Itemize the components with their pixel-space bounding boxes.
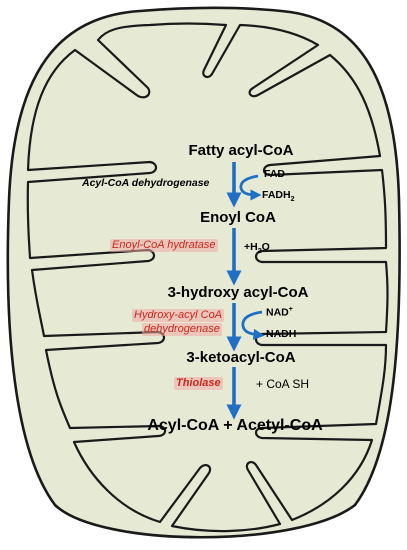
cofactor-fadh2: FADH2: [262, 190, 295, 203]
fad-curved-arrow: [239, 174, 262, 201]
metabolite-products: Acyl-CoA + Acetyl-CoA: [147, 417, 323, 434]
nad-curved-arrow: [241, 310, 265, 340]
cofactor-nadh: NADH: [266, 328, 297, 340]
cofactor-nad-base: NAD: [266, 306, 289, 319]
enzyme-enoyl-coa-hydratase: Enoyl-CoA hydratase: [110, 239, 218, 252]
cofactor-h2o: +H2O: [244, 242, 270, 255]
cofactor-coa-sh: + CoA SH: [256, 377, 310, 391]
cofactor-fadh2-base: FADH: [262, 189, 291, 201]
cofactor-fad: FAD: [264, 168, 285, 180]
cofactor-h2o-prefix: +H: [244, 241, 258, 253]
cofactor-nad-plus: NAD+: [266, 306, 293, 318]
enzyme-hydroxy-acyl-coa-line2: dehydrogenase: [142, 323, 222, 336]
cofactor-fadh2-subscript: 2: [290, 196, 295, 204]
cofactor-nad-superscript: +: [288, 306, 293, 313]
enzyme-thiolase: Thiolase: [174, 377, 223, 390]
outer-membrane: [6, 6, 401, 539]
cofactor-h2o-subscript: 2: [257, 248, 262, 256]
enzyme-acyl-coa-dehydrogenase: Acyl-CoA dehydrogenase: [82, 177, 210, 189]
inner-membrane: [26, 22, 389, 533]
metabolite-fatty-acyl-coa: Fatty acyl-CoA: [188, 142, 294, 159]
metabolite-enoyl-coa: Enoyl CoA: [200, 209, 276, 226]
cofactor-h2o-suffix: O: [261, 241, 270, 253]
metabolite-3-ketoacyl-coa: 3-ketoacyl-CoA: [186, 349, 296, 366]
pathway-arrows: [226, 162, 265, 420]
enzyme-hydroxy-acyl-coa-line1: Hydroxy-acyl CoA: [132, 309, 225, 322]
metabolite-3-hydroxy-acyl-coa: 3-hydroxy acyl-CoA: [167, 284, 309, 301]
